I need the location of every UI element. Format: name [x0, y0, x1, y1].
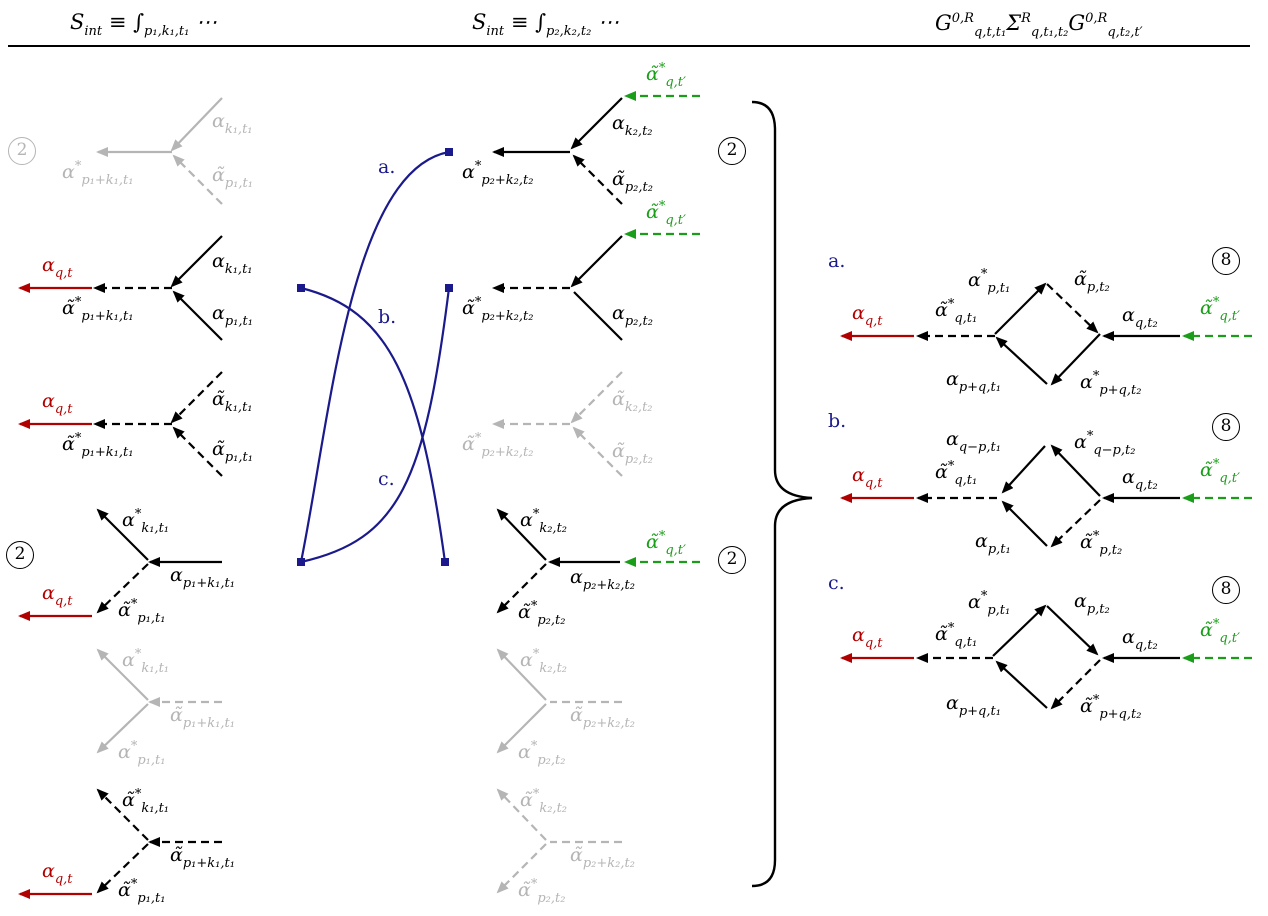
result-b — [916, 444, 1180, 548]
summation-brace — [751, 100, 813, 888]
result-a — [916, 282, 1180, 386]
col1-vertex-1 — [96, 97, 223, 205]
col2-vertex-6 — [496, 788, 622, 894]
col1-vertex-6 — [96, 788, 222, 894]
result-c — [916, 604, 1180, 710]
col2-vertex-3 — [492, 371, 623, 477]
col2-vertex-2 — [492, 235, 623, 341]
col2-vertex-4 — [496, 508, 620, 614]
contraction-curves — [299, 150, 451, 564]
col1-vertex-3 — [93, 371, 223, 477]
col1-vertex-5 — [96, 648, 222, 754]
col2-vertex-1 — [492, 97, 623, 205]
col1-vertex-4 — [96, 508, 222, 614]
col2-vertex-5 — [496, 648, 622, 754]
col1-vertex-2 — [93, 235, 223, 341]
contraction-endpoints — [297, 148, 453, 566]
